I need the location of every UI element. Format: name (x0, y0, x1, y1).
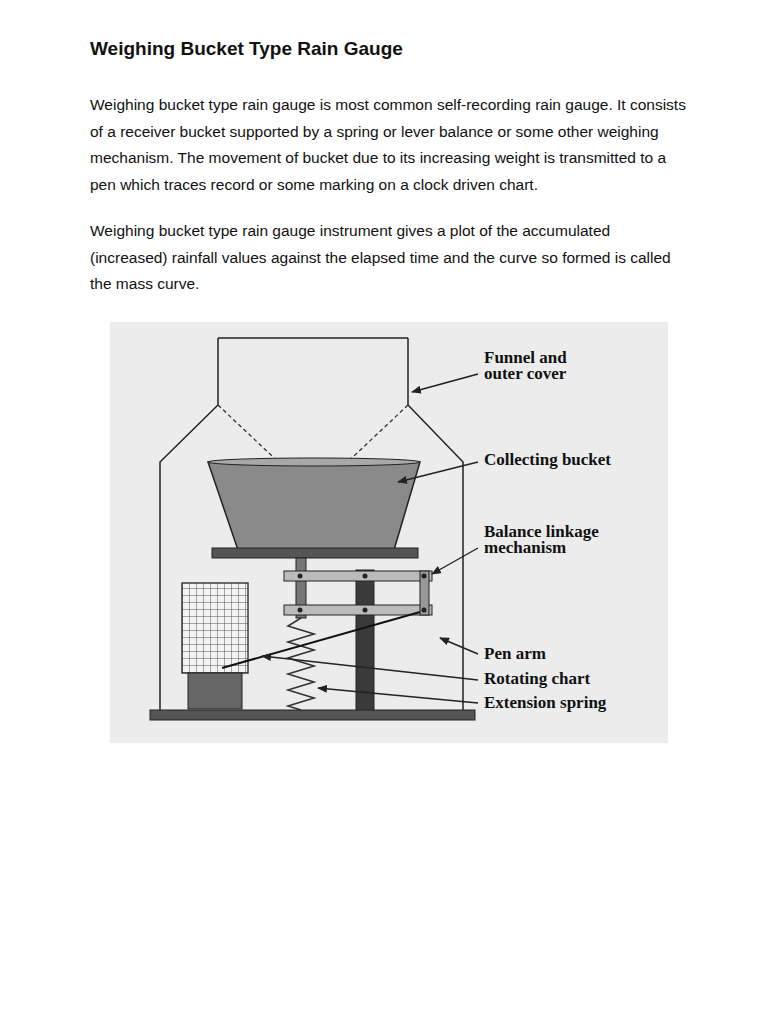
figure-background (110, 322, 668, 743)
part-label: Funnel and outer cover (484, 350, 604, 382)
outer-cover (160, 338, 463, 712)
base-plate (150, 710, 475, 720)
extension-spring (288, 618, 314, 710)
linkage-link (420, 571, 429, 615)
part-label: Collecting bucket (484, 452, 654, 468)
part-label: Pen arm (484, 646, 654, 662)
support-rod (356, 570, 374, 712)
part-label: Rotating chart (484, 671, 654, 687)
linkage-bar (284, 605, 432, 615)
part-label: Balance linkage mechanism (484, 524, 634, 556)
collecting-bucket (208, 462, 420, 550)
page-title: Weighing Bucket Type Rain Gauge (90, 38, 690, 60)
clock-drum (188, 673, 242, 709)
pen-arm (222, 612, 420, 668)
linkage-bar (284, 571, 432, 581)
bucket-rim (208, 458, 420, 466)
body-paragraph: Weighing bucket type rain gauge is most … (90, 92, 690, 198)
part-label: Extension spring (484, 695, 654, 711)
leader-lines (262, 374, 478, 703)
bucket-platform (212, 548, 418, 558)
body-paragraph: Weighing bucket type rain gauge instrume… (90, 218, 690, 298)
rotating-chart (182, 583, 248, 673)
